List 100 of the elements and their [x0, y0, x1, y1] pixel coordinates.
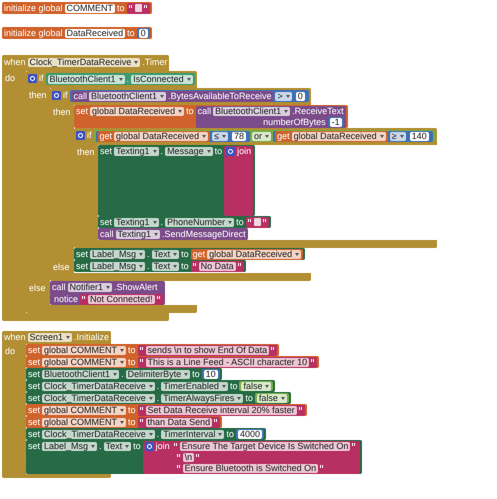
block-label: . — [121, 369, 124, 380]
dropdown-field: global DataReceived — [114, 132, 208, 141]
compare-block — [273, 131, 433, 142]
dropdown-field: BluetoothClient1 — [42, 370, 120, 379]
variable-set-block — [26, 344, 280, 356]
dropdown-field: TimerEnabled — [161, 382, 228, 391]
variable-get-block — [190, 249, 304, 260]
string-field: Not Connected! — [88, 295, 155, 304]
text-block — [138, 405, 305, 416]
dropdown-field: BluetoothClient1 — [89, 92, 166, 101]
block-label: to — [133, 441, 141, 452]
block-label: if — [63, 90, 68, 101]
dropdown-field: TimerAlwaysFires — [161, 394, 244, 403]
dropdown-field: global COMMENT — [42, 358, 126, 367]
property-setter-block — [74, 248, 306, 260]
dropdown-field: Clock_TimerDataReceive — [28, 58, 140, 67]
block-label: to — [117, 3, 125, 14]
block-label: set — [76, 249, 88, 260]
block-label: to — [245, 393, 253, 404]
block-label: if — [39, 73, 44, 84]
property-getter-block — [46, 73, 195, 85]
block-label: call — [100, 229, 114, 240]
dropdown-field: ≥ — [390, 132, 406, 141]
property-setter-block — [26, 368, 222, 380]
block-label: call — [52, 282, 66, 293]
block-label: set — [28, 405, 40, 416]
block-label: initialize global — [4, 3, 63, 14]
string-field: No Data — [198, 262, 236, 271]
block-label: . — [147, 261, 150, 272]
text-block — [80, 294, 163, 305]
block-label: when — [4, 57, 26, 68]
block-label: call — [198, 106, 212, 117]
method-call-block — [98, 228, 248, 240]
block-label: numberOfBytes — [263, 117, 326, 128]
dropdown-field: Text — [152, 262, 180, 271]
block-label: set — [28, 381, 40, 392]
block-label: set — [100, 217, 112, 228]
block-label: to — [230, 381, 238, 392]
block-label: set — [28, 393, 40, 404]
variable-get-block — [275, 131, 388, 142]
block-label: set — [76, 261, 88, 272]
string-field: This is a Line Feed - ASCII character 10 — [146, 358, 310, 367]
string-field: Ensure The Target Device Is Switched On — [180, 442, 350, 451]
block-label: .Initialize — [74, 332, 110, 343]
dropdown-field: IsConnected — [131, 75, 193, 84]
block-label: do — [5, 346, 16, 356]
string-field: \n — [182, 453, 194, 462]
dropdown-field: Label_Msg — [42, 442, 98, 451]
block-label: set — [28, 417, 40, 428]
dropdown-field: BluetoothClient1 — [48, 75, 125, 84]
block-label: to — [236, 217, 244, 228]
join-block — [142, 441, 360, 474]
dropdown-field: global COMMENT — [42, 418, 126, 427]
variable-init-block — [2, 27, 152, 39]
block-label: to — [128, 345, 136, 356]
block-label: then — [77, 147, 95, 157]
block-label: to — [128, 405, 136, 416]
dropdown-field: false — [256, 394, 287, 403]
property-setter-block — [26, 392, 291, 404]
text-block — [138, 357, 318, 368]
block-label: to — [192, 369, 200, 380]
text-block — [138, 345, 278, 356]
block-label: get — [277, 131, 290, 142]
block-label: to — [128, 357, 136, 368]
method-call-block — [196, 106, 346, 128]
block-label: . — [99, 441, 102, 452]
block-label: . — [156, 429, 160, 440]
block-label: . — [126, 74, 130, 85]
property-setter-block — [26, 380, 276, 392]
dropdown-field: Clock_TimerDataReceive — [42, 430, 155, 439]
block-label: . — [156, 381, 160, 392]
block-label: get — [192, 249, 206, 260]
dropdown-field: global DataReceived — [90, 107, 184, 116]
variable-set-block — [26, 416, 222, 428]
dropdown-field: false — [241, 382, 272, 391]
or-block — [94, 130, 435, 142]
block-label: to — [127, 28, 135, 39]
block-label: .SendMessageDirect — [162, 229, 246, 240]
dropdown-field: global DataReceived — [292, 132, 386, 141]
dropdown-field: > — [275, 92, 292, 101]
block-label: if — [87, 130, 92, 141]
block-label: to — [186, 106, 194, 117]
compare-block — [70, 90, 309, 102]
value-field: 4000 — [238, 430, 262, 439]
block-label: . — [147, 249, 150, 260]
property-setter-block — [26, 428, 266, 440]
string-field: than Data Send — [146, 418, 212, 427]
value-field: 140 — [410, 132, 429, 141]
dropdown-field: Texting1 — [116, 230, 160, 239]
variable-init-block — [2, 2, 152, 14]
block-label: else — [53, 262, 70, 272]
text-block — [190, 261, 244, 272]
block-label: .BytesAvailableToReceive — [168, 91, 272, 102]
dropdown-field: ≤ — [212, 132, 228, 141]
string-field: sends \n to show End Of Data — [146, 346, 270, 355]
block-label: join — [156, 441, 170, 452]
method-call-block — [72, 91, 274, 102]
dropdown-field: Texting1 — [114, 218, 159, 227]
variable-set-block — [74, 105, 348, 128]
block-label: call — [74, 91, 88, 102]
